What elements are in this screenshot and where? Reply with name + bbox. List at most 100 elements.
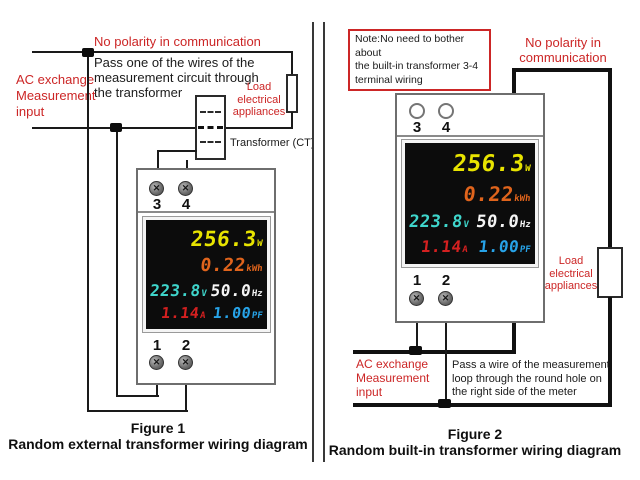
fig2-pass-note: Pass a wire of the measurement loop thro… [452, 359, 612, 400]
fig1-terminal4-screw-icon: ✕ [178, 181, 193, 196]
fig1-ct-dash-middle [198, 126, 223, 129]
fig1-no-polarity-label: No polarity in communication [94, 34, 261, 49]
current-unit: A [461, 245, 469, 256]
fig2-caption-title: Figure 2 [447, 426, 503, 442]
power-unit: W [524, 163, 531, 174]
fig1-meter-divider [138, 211, 274, 213]
panel-divider-line-left [312, 22, 314, 462]
power-factor-value: 1.00 [477, 237, 521, 257]
fig1-wire-top [32, 51, 293, 53]
power-factor-unit: PF [251, 311, 264, 322]
fig2-note-box: Note:No need to bother about the built-i… [348, 29, 491, 91]
voltage-unit: V [462, 219, 470, 230]
fig2-ac-line3: input [356, 385, 383, 399]
fig2-terminal1-screw-icon: ✕ [409, 291, 424, 306]
fig2-ac-line1: AC exchange [356, 357, 429, 371]
fig1-ac-line1: AC exchange [16, 72, 95, 87]
fig2-load-line2: electrical [549, 267, 593, 280]
fig2-display-power-row: 256.3 W [407, 151, 532, 177]
energy-value: 0.22 [462, 182, 516, 207]
fig2-load-line1: Load [558, 255, 584, 267]
frequency-unit: Hz [251, 288, 264, 299]
fig1-junction-dot-second [110, 123, 122, 132]
fig2-wire-bottom-horizontal [353, 403, 612, 407]
fig2-terminal4-number: 4 [441, 119, 451, 136]
fig2-wire-right-upper [608, 68, 612, 250]
fig1-ct-dash-top [200, 111, 221, 113]
fig1-pass-note-line1: Pass one of the wires of the [94, 55, 255, 70]
fig2-no-polarity-label: No polarity in communication [502, 35, 624, 65]
fig1-wire-tap1-vertical [87, 51, 89, 412]
fig2-pass-note-line3: the right side of the meter [452, 386, 577, 398]
fig1-ac-line3: input [16, 104, 45, 119]
power-unit: W [256, 238, 263, 249]
fig1-load-line3: appliances [232, 106, 286, 118]
fig1-ct-secondary-right-drop [186, 160, 188, 169]
fig2-wire-first-horizontal [353, 350, 516, 354]
fig2-junction-dot-second [438, 399, 451, 408]
fig1-wire-terminal2-riser [185, 385, 187, 412]
fig2-load-resistor [597, 247, 623, 298]
fig2-wire-top-horizontal [512, 68, 612, 72]
fig1-terminal4-number: 4 [181, 196, 191, 213]
fig2-pass-note-line2: loop through the round hole on [452, 372, 602, 385]
fig1-load-resistor [286, 74, 298, 113]
fig1-ac-line2: Measurement [16, 88, 96, 103]
fig2-ac-input-label: AC exchange Measurement input [356, 357, 429, 399]
fig1-display-power-row: 256.3 W [149, 227, 265, 251]
fig1-wire-tap2-vertical [116, 127, 118, 397]
screw-slot-glyph: ✕ [152, 357, 161, 367]
screw-slot-glyph: ✕ [152, 183, 161, 193]
fig2-wire-terminal2-drop [445, 323, 447, 405]
fig1-wire-right-lower [291, 112, 293, 129]
fig2-wire-terminal1-drop [416, 323, 418, 352]
fig2-caption-subtitle: Random built-in transformer wiring diagr… [328, 442, 622, 458]
fig2-wire-out-meter-bottom [512, 321, 516, 354]
power-factor-unit: PF [519, 245, 532, 256]
power-factor-value: 1.00 [211, 304, 253, 323]
fig2-note-line1: Note:No need to bother about [355, 33, 465, 59]
fig1-load-line2: electrical [237, 93, 281, 106]
fig2-caption: Figure 2 Random built-in transformer wir… [325, 426, 625, 458]
fig2-load-label: Load electrical appliances [542, 255, 600, 293]
fig1-transformer-label: Transformer (CT) [230, 137, 315, 149]
current-value: 1.14 [160, 304, 201, 323]
fig2-terminal4-hole [438, 103, 454, 119]
fig1-ct-secondary-horizontal [157, 150, 197, 152]
energy-unit: kWh [513, 194, 531, 205]
fig1-pass-note: Pass one of the wires of the measurement… [94, 55, 259, 100]
fig2-junction-dot-first [409, 346, 422, 355]
current-unit: A [199, 311, 207, 322]
fig2-wire-into-meter-top [512, 68, 516, 95]
screw-slot-glyph: ✕ [181, 183, 190, 193]
fig1-terminal3-screw-icon: ✕ [149, 181, 164, 196]
fig1-ct-dash-bottom [200, 141, 221, 143]
voltage-value: 223.8 [407, 211, 464, 232]
fig2-display-energy-row: 0.22 kWh [408, 182, 533, 206]
fig1-wire-second-right [226, 127, 293, 129]
current-value: 1.14 [420, 237, 463, 257]
fig1-terminal3-number: 3 [152, 196, 162, 213]
fig2-no-polarity-line2: communication [519, 50, 607, 65]
voltage-value: 223.8 [148, 280, 202, 300]
screw-slot-glyph: ✕ [441, 293, 450, 303]
fig2-terminal3-hole [409, 103, 425, 119]
power-value: 256.3 [189, 226, 259, 251]
fig1-ct-secondary-left-drop [157, 150, 159, 169]
fig1-load-line1: Load [246, 81, 272, 93]
fig1-pass-note-line2: measurement circuit through [94, 70, 259, 85]
fig1-display-energy-row: 0.22 kWh [149, 255, 265, 276]
fig1-caption-subtitle: Random external transformer wiring diagr… [8, 436, 308, 452]
fig1-caption-title: Figure 1 [130, 420, 186, 436]
fig2-terminal1-number: 1 [412, 272, 422, 289]
fig2-note-line3: terminal wiring [355, 73, 423, 86]
fig1-terminal2-screw-icon: ✕ [178, 355, 193, 370]
